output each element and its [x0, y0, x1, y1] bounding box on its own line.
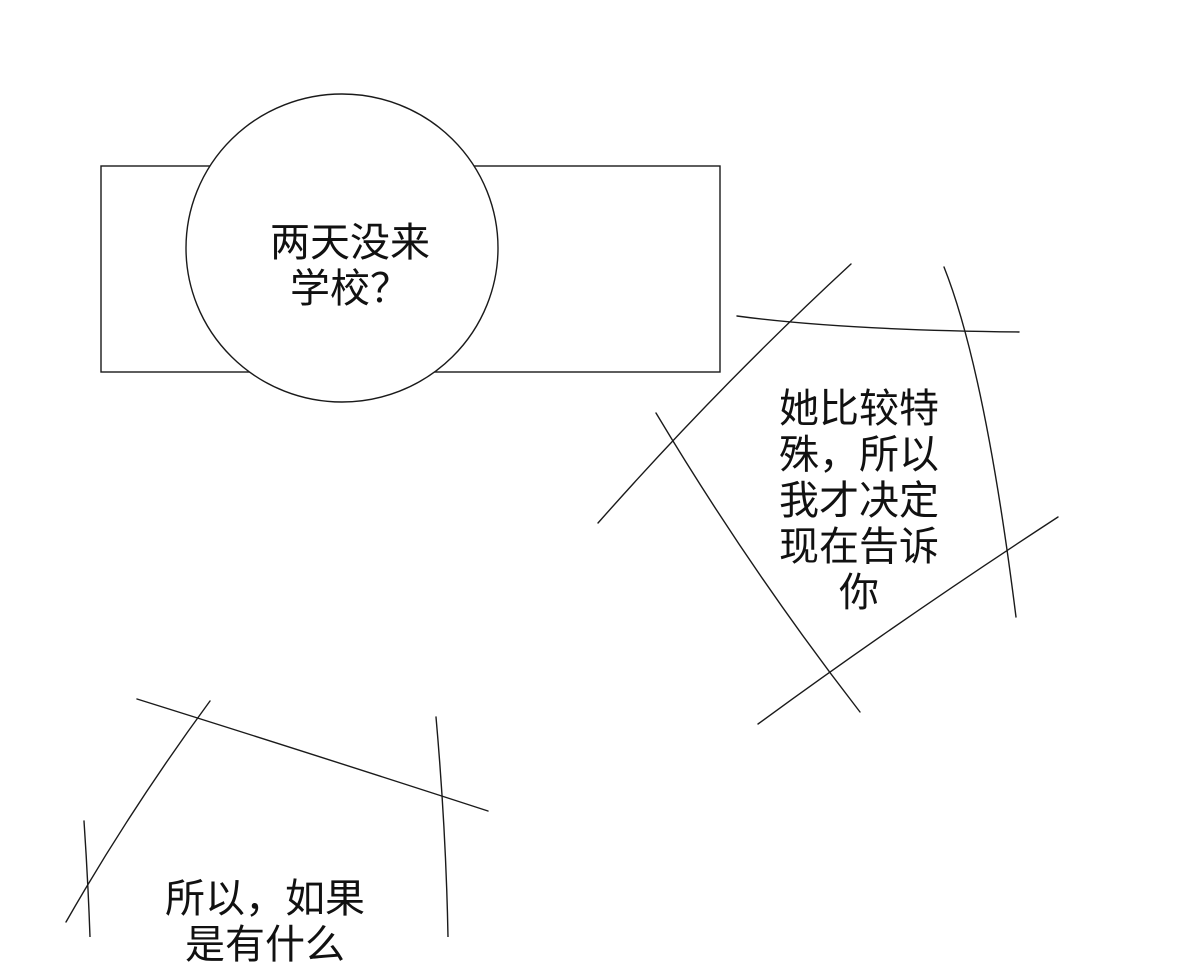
sketch-stroke [757, 516, 1059, 725]
dialogue-line: 所以，如果 [165, 876, 365, 922]
dialogue-line: 两天没来 [270, 220, 430, 266]
dialogue-line: 学校？ [290, 266, 410, 312]
sketch-stroke [65, 700, 211, 923]
dialogue-line: 我才决定 [779, 478, 939, 524]
dialogue-line: 殊，所以 [779, 432, 939, 478]
panel-line-art [65, 93, 1059, 937]
sketch-stroke [435, 716, 449, 937]
dialogue-line: 是有什么 [185, 922, 345, 968]
bottom-bubble-text: 所以，如果 是有什么 [140, 876, 390, 968]
right-bubble-text: 她比较特 殊，所以 我才决定 现在告诉 你 [752, 386, 966, 616]
dialogue-line: 她比较特 [779, 386, 939, 432]
round-speech-bubble [185, 93, 499, 403]
round-bubble-text: 两天没来 学校？ [250, 220, 450, 312]
sketch-stroke [655, 412, 861, 713]
comic-panel: 两天没来 学校？ 她比较特 殊，所以 我才决定 现在告诉 你 所以，如果 是有什… [65, 93, 1059, 968]
dialogue-line: 你 [839, 570, 879, 616]
sketch-stroke [597, 263, 852, 524]
sketch-stroke [736, 315, 1020, 333]
dialogue-line: 现在告诉 [779, 524, 939, 570]
right-sketch-bubble [597, 263, 1059, 725]
sketch-stroke [943, 266, 1017, 618]
sketch-stroke [83, 820, 91, 937]
sketch-stroke [136, 698, 489, 812]
bottom-sketch-bubble [65, 698, 489, 937]
